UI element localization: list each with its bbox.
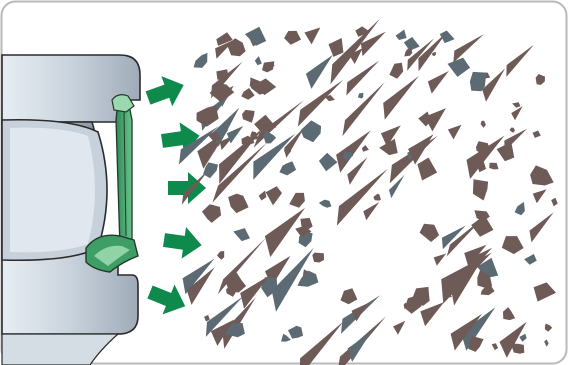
seal-diagram	[0, 0, 568, 365]
diagram-canvas	[0, 0, 568, 365]
